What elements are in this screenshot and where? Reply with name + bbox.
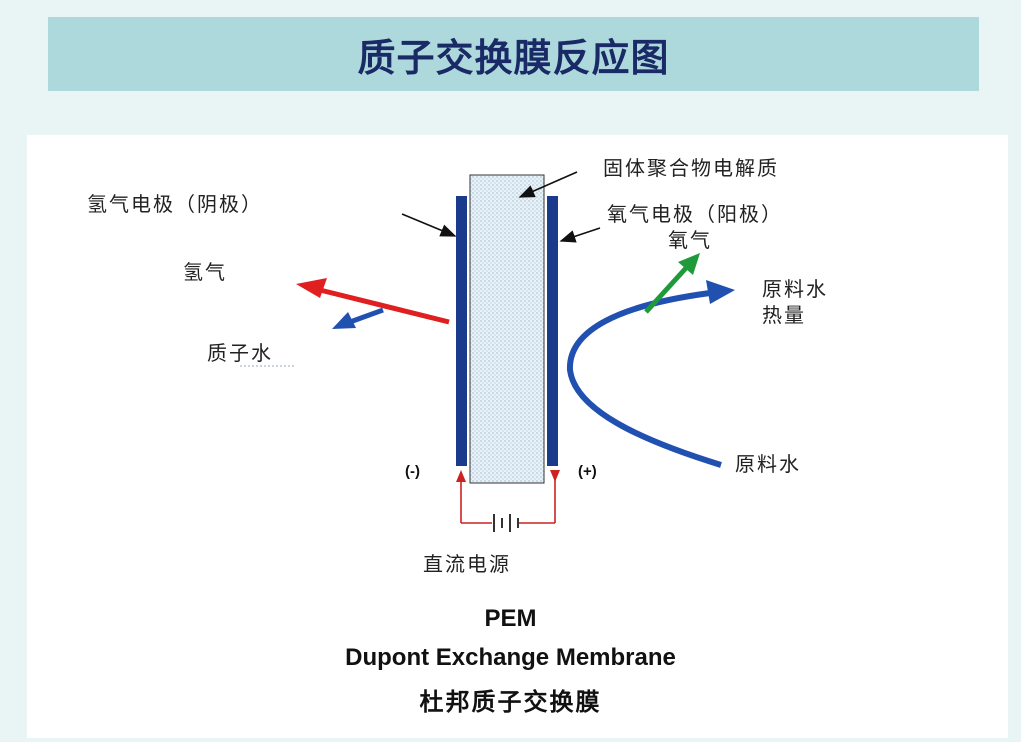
negative-terminal: (-) bbox=[405, 463, 420, 480]
proton-water-label: 质子水 bbox=[207, 341, 273, 365]
hydrogen-arrow bbox=[319, 287, 450, 325]
power-label: 直流电源 bbox=[423, 552, 511, 576]
oxygen-arrow bbox=[644, 266, 688, 314]
power-supply-wiring bbox=[460, 477, 556, 524]
title-bar: 质子交换膜反应图 bbox=[48, 17, 979, 91]
raw-water-curve bbox=[566, 290, 722, 468]
cathode-label: 氢气电极（阴极） bbox=[87, 192, 263, 216]
caption-name-cn: 杜邦质子交换膜 bbox=[419, 687, 602, 716]
positive-terminal: (+) bbox=[578, 463, 597, 480]
power-arrow-up bbox=[456, 470, 466, 482]
power-arrow-down bbox=[550, 470, 560, 482]
cathode-electrode bbox=[456, 196, 467, 466]
raw-water-arrowhead bbox=[706, 280, 735, 304]
anode-pointer bbox=[559, 227, 601, 243]
heat-label: 热量 bbox=[762, 303, 806, 327]
proton-water-arrowhead bbox=[332, 312, 356, 329]
anode-electrode bbox=[547, 196, 558, 466]
membrane bbox=[469, 174, 545, 484]
page-title: 质子交换膜反应图 bbox=[357, 35, 670, 80]
proton-water-arrow bbox=[349, 307, 384, 325]
cathode-pointer bbox=[401, 213, 457, 237]
hydrogen-label: 氢气 bbox=[183, 260, 227, 284]
electrolyte-label: 固体聚合物电解质 bbox=[603, 156, 779, 180]
raw-water-label-top: 原料水 bbox=[762, 277, 828, 301]
raw-water-label-bottom: 原料水 bbox=[735, 452, 801, 476]
electrolyte-pointer bbox=[518, 171, 578, 198]
caption-pem: PEM bbox=[484, 605, 537, 632]
anode-label: 氧气电极（阳极） bbox=[607, 202, 783, 226]
oxygen-arrowhead bbox=[678, 253, 700, 275]
battery-symbol bbox=[493, 514, 519, 532]
caption-name-en: Dupont Exchange Membrane bbox=[345, 644, 676, 671]
hydrogen-arrowhead bbox=[296, 278, 327, 298]
oxygen-label: 氧气 bbox=[668, 228, 712, 252]
